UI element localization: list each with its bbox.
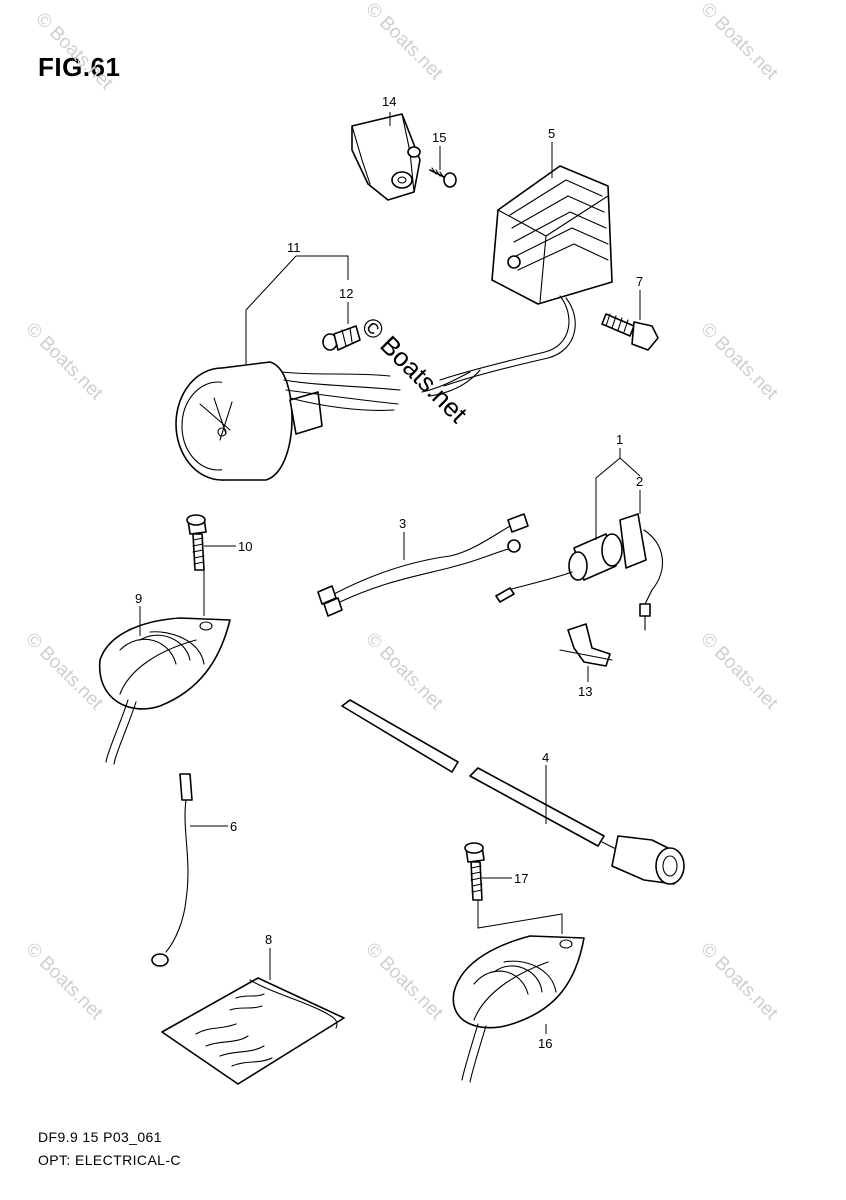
callout-12: 12 (339, 286, 353, 301)
part-3-harness[interactable] (317, 513, 529, 617)
part-16-coil[interactable] (452, 935, 585, 1083)
part-5-regulator[interactable] (421, 165, 613, 397)
callout-labels: 14 15 5 7 11 12 1 2 3 10 9 13 4 6 17 8 1… (135, 94, 643, 1051)
watermark: © Boats.net (21, 629, 107, 715)
footer-caption: OPT: ELECTRICAL-C (38, 1152, 181, 1168)
callout-4: 4 (542, 750, 549, 765)
watermark-center: © Boats.net (356, 311, 474, 429)
watermark: © Boats.net (696, 0, 782, 84)
footer-code: DF9.9 15 P03_061 (38, 1129, 162, 1145)
leader-lines (139, 112, 641, 1034)
callout-16: 16 (538, 1036, 552, 1051)
part-7-bolt[interactable] (601, 313, 659, 351)
callout-10: 10 (238, 539, 252, 554)
callout-6: 6 (230, 819, 237, 834)
watermark: © Boats.net (21, 319, 107, 405)
part-8-bag[interactable] (161, 977, 345, 1085)
watermark: © Boats.net (361, 0, 447, 84)
part-15-screw[interactable] (429, 167, 457, 188)
callout-13: 13 (578, 684, 592, 699)
figure-title: FIG.61 (38, 52, 121, 82)
callout-5: 5 (548, 126, 555, 141)
part-12-bulb[interactable] (322, 325, 361, 351)
callout-9: 9 (135, 591, 142, 606)
callout-15: 15 (432, 130, 446, 145)
part-17-bolt[interactable] (464, 842, 485, 901)
callout-8: 8 (265, 932, 272, 947)
watermark: © Boats.net (21, 939, 107, 1025)
watermark: © Boats.net (696, 319, 782, 405)
watermark: © Boats.net (696, 939, 782, 1025)
watermark: © Boats.net (31, 9, 117, 95)
watermark: © Boats.net (361, 629, 447, 715)
part-9-coil[interactable] (99, 617, 231, 765)
callout-14: 14 (382, 94, 396, 109)
callout-3: 3 (399, 516, 406, 531)
part-14-bracket[interactable] (351, 113, 421, 201)
part-13-clip[interactable] (559, 623, 613, 667)
part-4-hose[interactable] (341, 699, 685, 885)
callout-2: 2 (636, 474, 643, 489)
callout-1: 1 (616, 432, 623, 447)
part-10-bolt[interactable] (186, 514, 207, 571)
callout-17: 17 (514, 871, 528, 886)
part-6-leadwire[interactable] (151, 773, 193, 967)
callout-7: 7 (636, 274, 643, 289)
part-11-meter[interactable] (175, 361, 401, 481)
watermark: © Boats.net (696, 629, 782, 715)
watermark: © Boats.net (361, 939, 447, 1025)
callout-11: 11 (287, 240, 301, 255)
part-1-switch[interactable] (495, 513, 664, 631)
